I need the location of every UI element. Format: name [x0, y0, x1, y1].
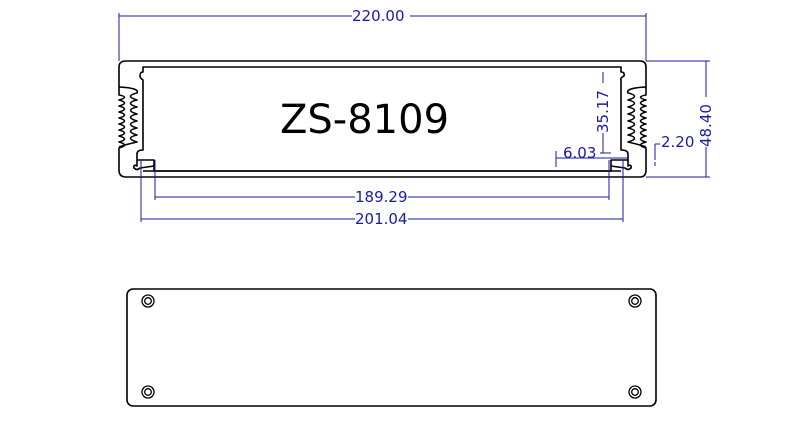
dimension-inner-width: 189.29 [154, 160, 610, 206]
dimension-slot-span: 201.04 [140, 160, 624, 228]
dimension-overall-width: 220.00 [118, 7, 647, 61]
end-panel-outline [126, 288, 657, 407]
dim-slot-span-text: 201.04 [355, 210, 408, 228]
dim-inner-height-text: 35.17 [594, 90, 612, 133]
dim-slot-width-text: 6.03 [563, 144, 596, 162]
slot-left [133, 160, 155, 171]
dimension-overall-height: 48.40 [646, 60, 715, 178]
dimension-slot-gap: 2.20 [654, 133, 694, 166]
dim-overall-height-text: 48.40 [697, 104, 715, 147]
slot-right [610, 160, 632, 171]
profile-outer-outline [118, 60, 647, 178]
dim-overall-width-text: 220.00 [352, 7, 405, 25]
screw-hole-bottom-right [628, 385, 642, 399]
heatsink-fins-left [118, 86, 139, 148]
end-panel [126, 288, 657, 407]
screw-hole-top-left [141, 294, 155, 308]
screw-hole-top-right [628, 294, 642, 308]
screw-hole-bottom-left [141, 385, 155, 399]
dimension-slot-width: 6.03 [555, 144, 628, 167]
dimension-inner-height: 35.17 [594, 72, 612, 154]
model-label: ZS-8109 [280, 97, 449, 143]
enclosure-profile [118, 60, 647, 178]
heatsink-fins-right [626, 86, 647, 148]
dim-slot-gap-text: 2.20 [661, 133, 694, 151]
dim-inner-width-text: 189.29 [355, 188, 408, 206]
